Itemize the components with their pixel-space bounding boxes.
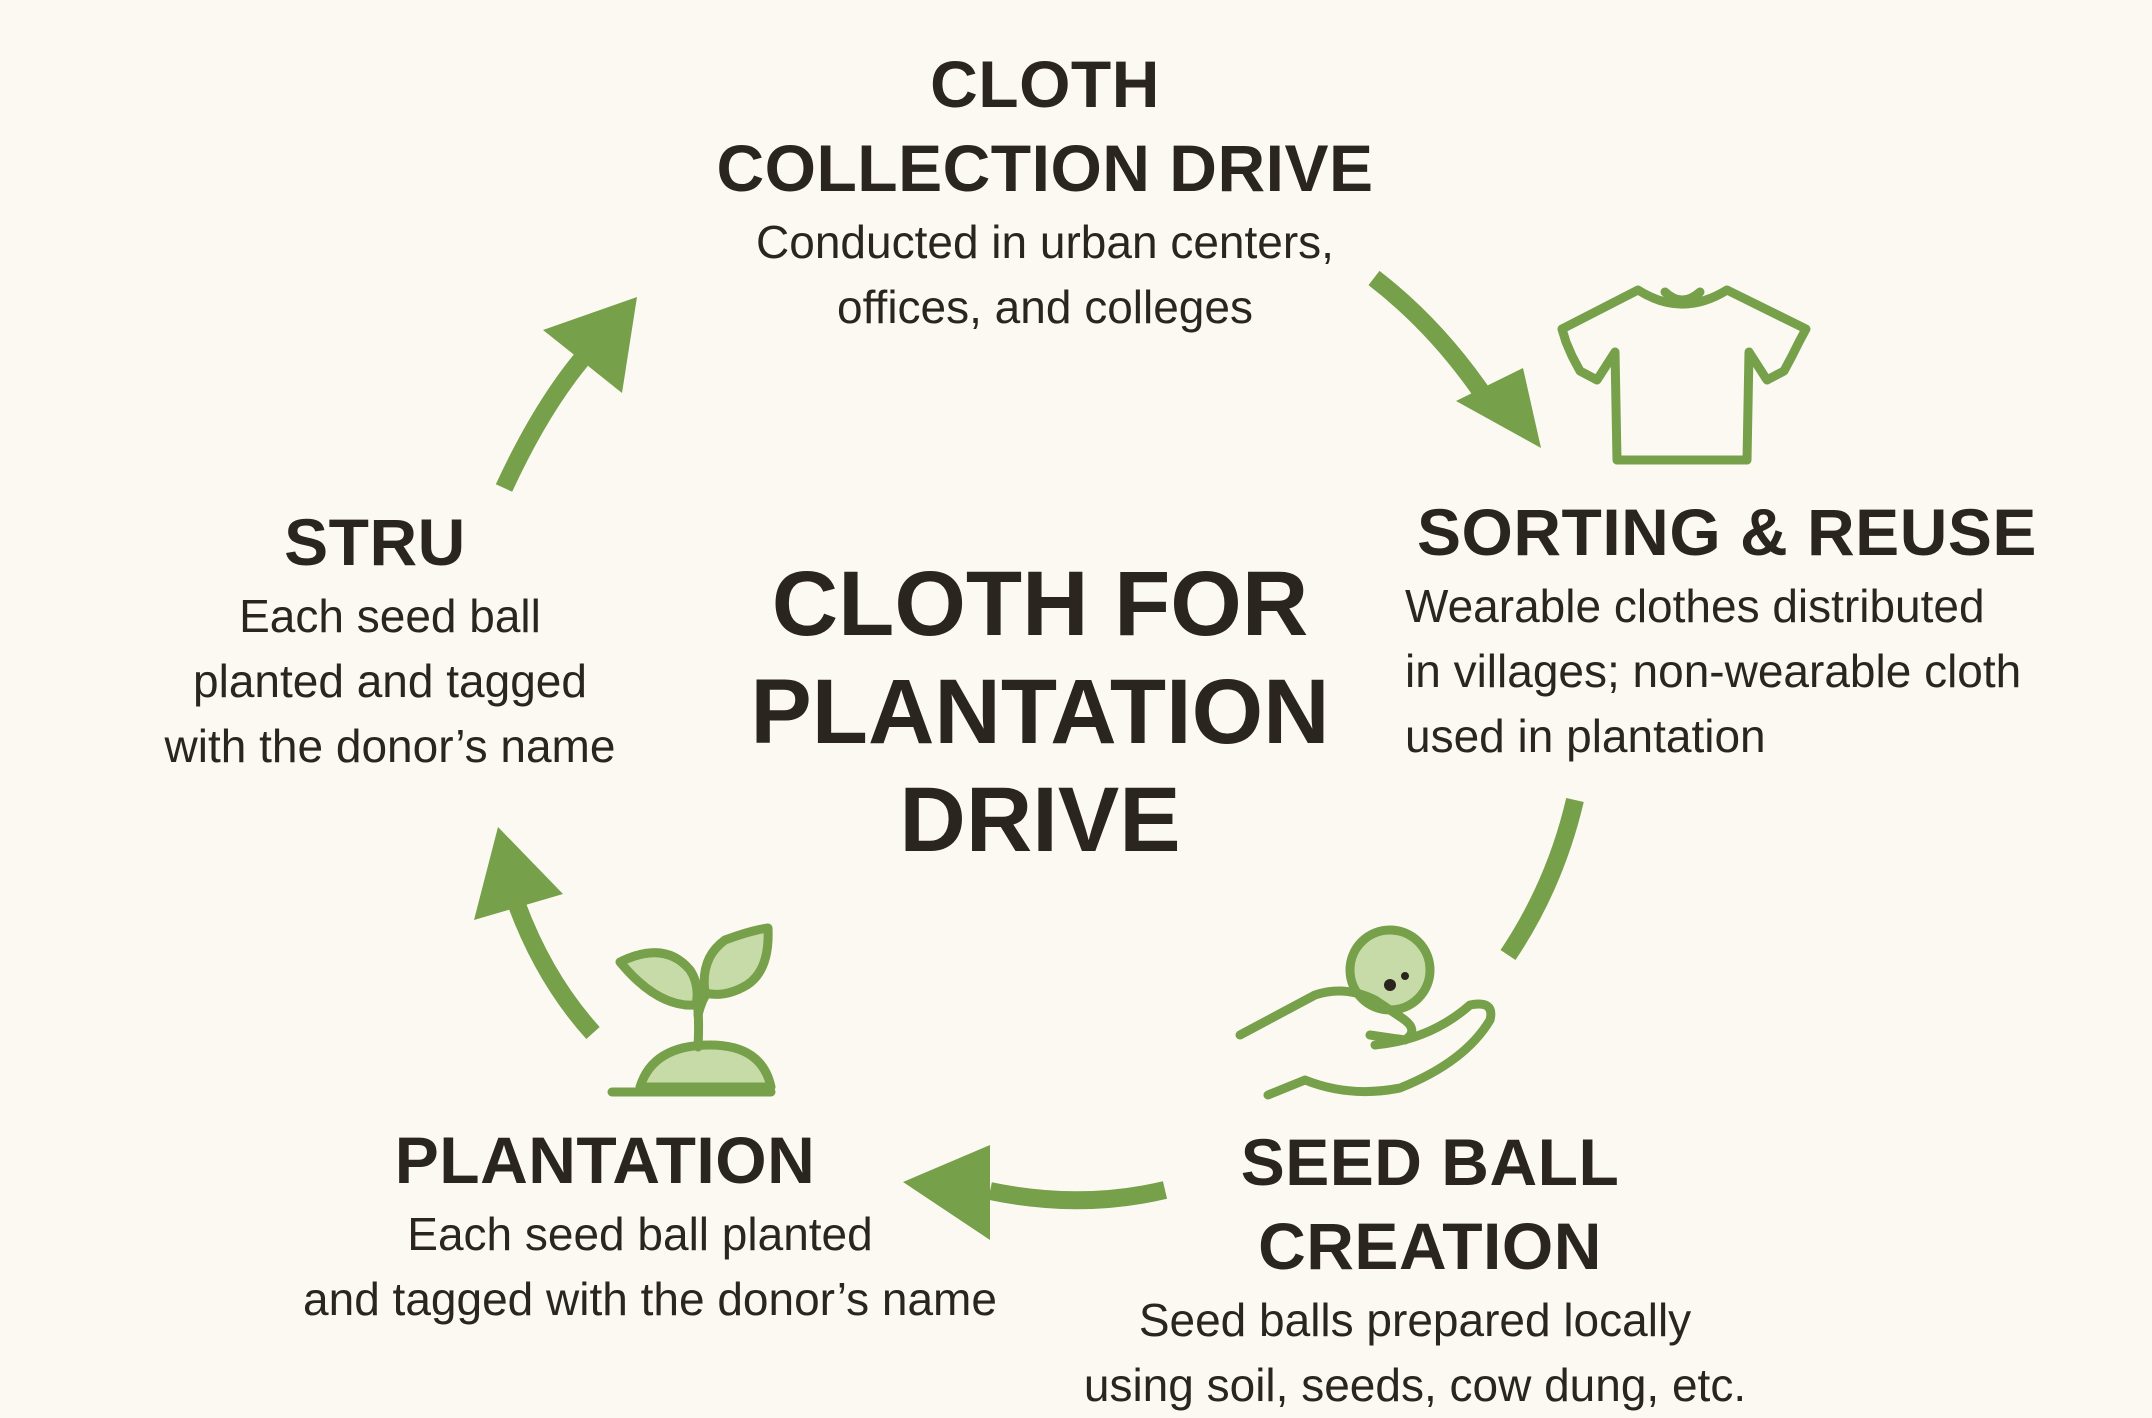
step-sorting: SORTING & REUSE Wearable clothes distrib… — [1405, 490, 2105, 769]
collection-title-line-1: CLOTH — [930, 47, 1160, 121]
step-collection: CLOTH COLLECTION DRIVE Conducted in urba… — [680, 42, 1410, 340]
t-shirt-icon — [1557, 285, 1811, 465]
arrow-stru-to-collection — [495, 297, 637, 492]
plantation-desc-line-2: and tagged with the donor’s name — [303, 1273, 997, 1325]
arrow-collection-to-sorting — [1368, 270, 1541, 448]
stru-desc-line-3: with the donor’s name — [164, 720, 616, 772]
collection-desc-line-1: Conducted in urban centers, — [756, 216, 1334, 268]
arrow-sorting-to-seedball — [1500, 797, 1584, 961]
plantation-title: PLANTATION — [394, 1123, 816, 1197]
plantation-desc-line-1: Each seed ball planted — [407, 1208, 873, 1260]
sprout-icon — [607, 923, 776, 1097]
step-plantation: PLANTATION Each seed ball planted and ta… — [255, 1118, 1045, 1332]
hand-holding-seed-ball-icon — [1235, 925, 1496, 1100]
seed-ball-title-line-2: CREATION — [1258, 1209, 1602, 1283]
step-seed-ball: SEED BALL CREATION Seed balls prepared l… — [1030, 1120, 1800, 1418]
collection-desc-line-2: offices, and colleges — [837, 281, 1253, 333]
arrow-seedball-to-plantation — [903, 1145, 1168, 1240]
center-title-line-2: PLANTATION — [750, 661, 1330, 763]
arrow-plantation-to-stru — [474, 827, 600, 1040]
seed-ball-title-line-1: SEED BALL — [1240, 1125, 1620, 1199]
stru-title: STRU — [284, 505, 466, 579]
stru-desc-line-2: planted and tagged — [193, 655, 587, 707]
center-title-line-1: CLOTH FOR — [771, 553, 1309, 655]
step-stru: STRU Each seed ball planted and tagged w… — [120, 500, 660, 779]
sorting-desc-line-1: Wearable clothes distributed — [1405, 580, 1985, 632]
center-title: CLOTH FOR PLANTATION DRIVE — [700, 550, 1380, 874]
collection-title-line-2: COLLECTION DRIVE — [716, 131, 1374, 205]
seed-ball-desc-line-2: using soil, seeds, cow dung, etc. — [1083, 1359, 1747, 1411]
stru-desc-line-1: Each seed ball — [239, 590, 541, 642]
sorting-desc-line-2: in villages; non-wearable cloth — [1405, 645, 2022, 697]
center-title-line-3: DRIVE — [899, 769, 1181, 871]
sorting-title: SORTING & REUSE — [1417, 495, 2037, 569]
seed-ball-desc-line-1: Seed balls prepared locally — [1138, 1294, 1692, 1346]
sorting-desc-line-3: used in plantation — [1405, 710, 1766, 762]
